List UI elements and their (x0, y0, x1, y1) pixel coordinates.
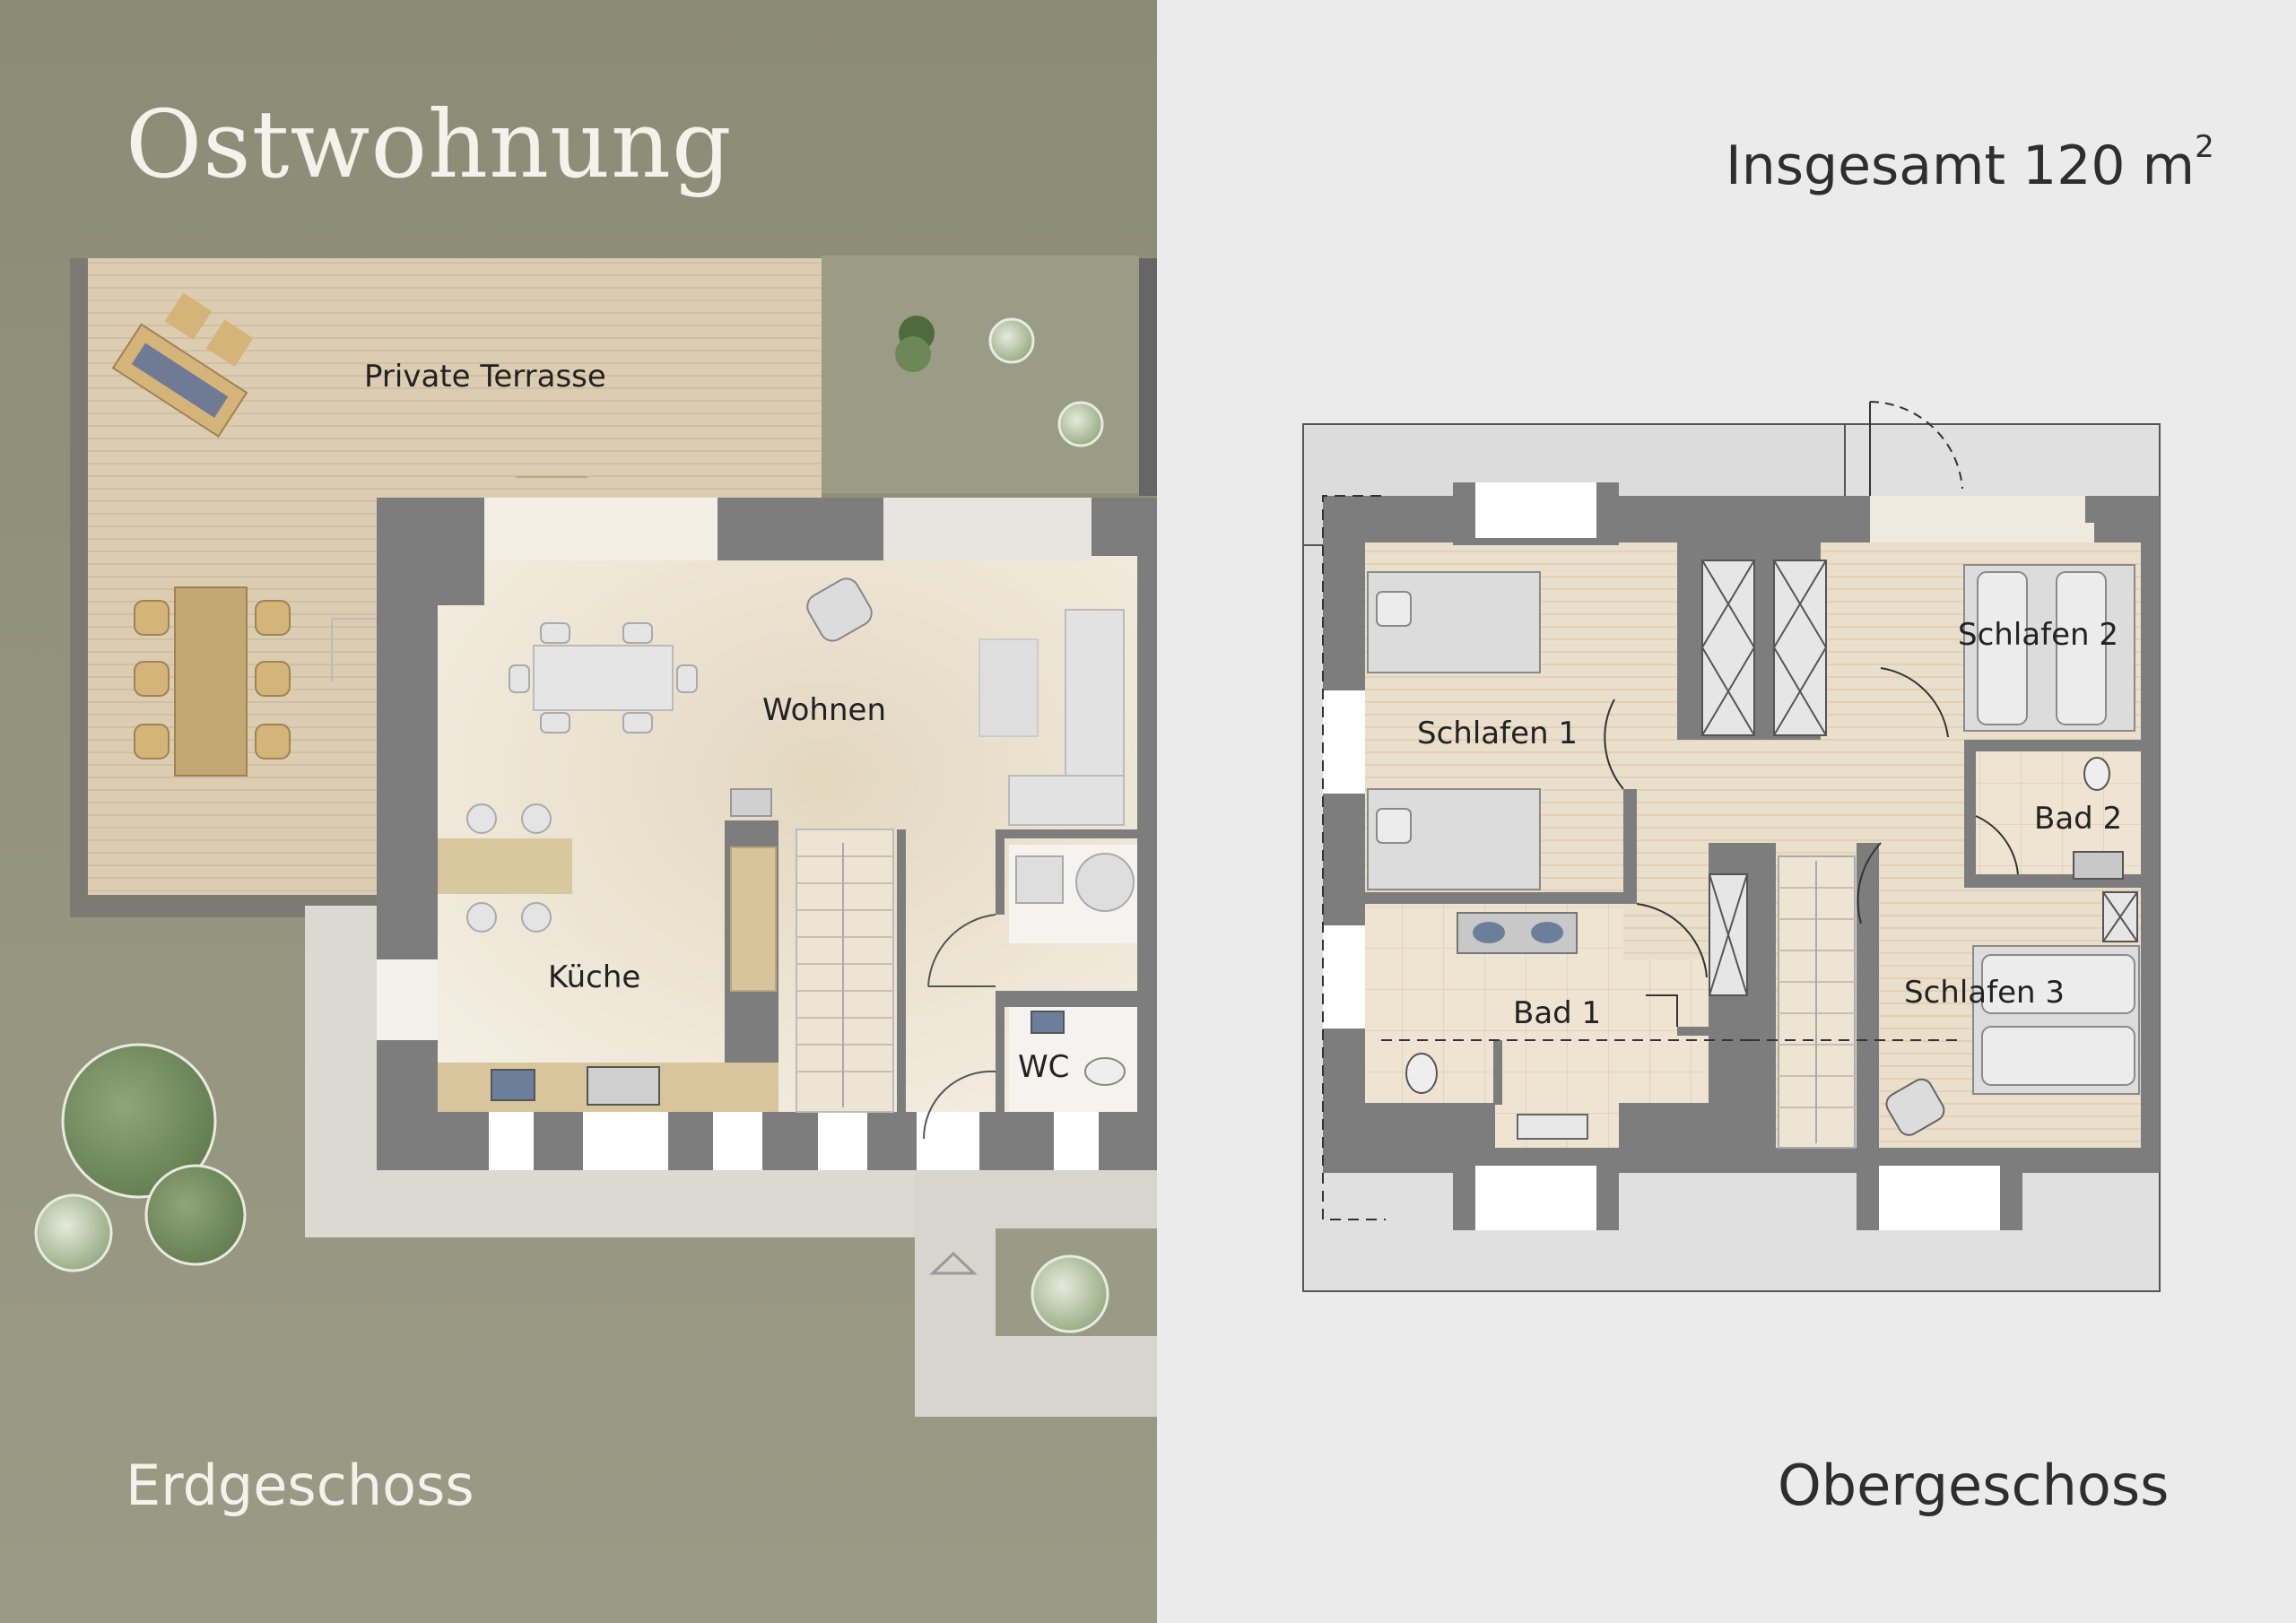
room-label-schlafen1: Schlafen 1 (1417, 716, 1578, 751)
page-title: Ostwohnung (126, 90, 733, 199)
armchair-icon-upper (1885, 1078, 1945, 1136)
room-label-wc: WC (1018, 1049, 1070, 1085)
room-label-schlafen2: Schlafen 2 (1958, 617, 2118, 653)
sink-icon-bad2 (2073, 851, 2124, 880)
entrance-arrow-icon (929, 1251, 978, 1275)
dining-table (533, 645, 674, 711)
washer-icon (1015, 855, 1064, 904)
room-label-bad2: Bad 2 (2034, 801, 2123, 837)
terrace-table (174, 586, 248, 777)
upper-floor-plan (1302, 401, 2161, 1292)
windows-ground (489, 1112, 1099, 1170)
room-label-schlafen3: Schlafen 3 (1904, 975, 2065, 1011)
stove-icon (587, 1066, 660, 1106)
room-label-wohnen: Wohnen (762, 692, 886, 728)
tall-cabinet (730, 846, 777, 992)
toilet-icon-bad2 (2083, 757, 2110, 791)
dryer-icon (1075, 853, 1135, 912)
coffee-table (978, 638, 1039, 737)
toilet-icon (1084, 1057, 1126, 1086)
armchair-icon (806, 577, 873, 642)
total-area-label: Insgesamt 120 m (1726, 135, 2196, 197)
total-area-unit-exponent: 2 (2195, 129, 2214, 165)
room-label-bad1: Bad 1 (1513, 995, 1602, 1031)
ground-floor-label: Erdgeschoss (126, 1453, 474, 1518)
toilet-icon-bad1 (1405, 1053, 1438, 1094)
tree-icons (34, 316, 1109, 1333)
sink-icon (491, 1069, 535, 1101)
room-label-terrasse: Private Terrasse (364, 359, 606, 395)
staircase-ground (796, 829, 894, 1113)
lounge-table-icon (111, 292, 254, 438)
kitchen-island (438, 838, 572, 894)
ground-floor-plan (34, 256, 1157, 1417)
room-label-kueche: Küche (548, 959, 641, 995)
upper-floor-label: Obergeschoss (1778, 1453, 2170, 1518)
total-area: Insgesamt 120 m2 (1726, 129, 2214, 197)
